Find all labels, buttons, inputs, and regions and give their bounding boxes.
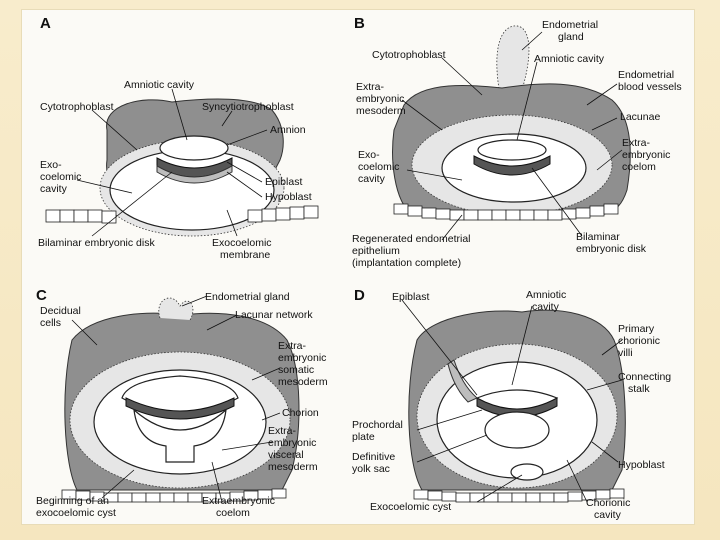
label-c-endometrial-gland: Endometrial gland — [205, 291, 290, 303]
label-b-exocoelomic-3: cavity — [358, 173, 386, 185]
label-b-vessels-1: Endometrial — [618, 69, 674, 81]
label-d-definitive-1: Definitive — [352, 451, 395, 463]
exocoelomic-cyst-d — [511, 464, 543, 480]
endometrial-gland-c — [159, 298, 193, 320]
label-c-visceral-3: visceral — [268, 449, 304, 461]
label-b-lacunae: Lacunae — [620, 111, 660, 123]
label-d-amniotic-2: cavity — [532, 301, 560, 313]
label-b-exocoelomic-2: coelomic — [358, 161, 399, 173]
panel-d: D — [352, 287, 671, 521]
label-c-beginning-2: exocoelomic cyst — [36, 507, 116, 519]
panel-b-letter: B — [354, 15, 365, 32]
label-d-amniotic-1: Amniotic — [526, 289, 566, 301]
label-b-exocoelomic-1: Exo- — [358, 149, 380, 161]
label-b-bilaminar-1: Bilaminar — [576, 231, 620, 243]
label-c-visceral-1: Extra- — [268, 425, 297, 437]
panel-a-letter: A — [40, 15, 51, 32]
label-c-chorion: Chorion — [282, 407, 319, 419]
panel-d-letter: D — [354, 287, 365, 304]
definitive-yolk-sac-d — [485, 412, 549, 448]
panel-a: A A — [38, 15, 318, 261]
label-a-bilaminar-disk: Bilaminar embryonic disk — [38, 237, 155, 249]
label-c-extra-coelom-2: coelom — [216, 507, 250, 519]
label-a-epiblast: Epiblast — [265, 176, 302, 188]
label-d-chorionic-1: Chorionic — [586, 497, 630, 509]
label-a-hypoblast: Hypoblast — [265, 191, 312, 203]
label-b-extra-coelom-1: Extra- — [622, 137, 651, 149]
label-b-regenerated-3: (implantation complete) — [352, 257, 461, 269]
label-c-visceral-4: mesoderm — [268, 461, 318, 473]
label-b-cytotrophoblast: Cytotrophoblast — [372, 49, 446, 61]
label-b-bilaminar-2: embryonic disk — [576, 243, 647, 255]
label-b-amniotic-cavity: Amniotic cavity — [534, 53, 605, 65]
label-c-somatic-2: embryonic — [278, 352, 326, 364]
label-b-regenerated-1: Regenerated endometrial — [352, 233, 471, 245]
label-a-exocoelomic-2: coelomic — [40, 171, 81, 183]
label-b-endometrial-gland-2: gland — [558, 31, 584, 43]
label-d-chorionic-2: cavity — [594, 509, 622, 521]
label-c-somatic-4: mesoderm — [278, 376, 328, 388]
panel-b: B — [352, 15, 682, 269]
label-b-extra-meso-3: mesoderm — [356, 105, 406, 117]
label-a-amnion: Amnion — [270, 124, 306, 136]
label-a-exocoelomic-3: cavity — [40, 183, 68, 195]
label-c-beginning-1: Beginning of an — [36, 495, 109, 507]
label-c-extra-coelom-1: Extraembryonic — [202, 495, 275, 507]
embryo-diagram: A A — [22, 10, 694, 524]
label-b-extra-meso-1: Extra- — [356, 81, 385, 93]
label-d-definitive-2: yolk sac — [352, 463, 390, 475]
label-c-visceral-2: embryonic — [268, 437, 316, 449]
label-d-epiblast: Epiblast — [392, 291, 429, 303]
label-b-extra-coelom-2: embryonic — [622, 149, 670, 161]
label-d-primary-1: Primary — [618, 323, 655, 335]
label-a-amniotic-cavity: Amniotic cavity — [124, 79, 195, 91]
label-b-regenerated-2: epithelium — [352, 245, 400, 257]
label-a-exocoelomic-1: Exo- — [40, 159, 62, 171]
label-b-endometrial-gland-1: Endometrial — [542, 19, 598, 31]
label-d-prochordal-1: Prochordal — [352, 419, 403, 431]
label-b-extra-coelom-3: coelom — [622, 161, 656, 173]
amniotic-cavity-a — [160, 136, 228, 160]
label-d-hypoblast: Hypoblast — [618, 459, 665, 471]
label-c-somatic-1: Extra- — [278, 340, 307, 352]
amniotic-cavity-b — [478, 140, 546, 160]
panel-c-letter: C — [36, 287, 47, 304]
label-b-extra-meso-2: embryonic — [356, 93, 404, 105]
label-c-decidual-1: Decidual — [40, 305, 81, 317]
label-c-somatic-3: somatic — [278, 364, 314, 376]
label-d-primary-2: chorionic — [618, 335, 660, 347]
label-d-connecting-2: stalk — [628, 383, 650, 395]
label-a-exocoelomic-membrane-1: Exocoelomic — [212, 237, 272, 249]
label-d-connecting-1: Connecting — [618, 371, 671, 383]
label-d-primary-3: villi — [618, 347, 633, 359]
label-c-decidual-2: cells — [40, 317, 61, 329]
label-c-lacunar-network: Lacunar network — [235, 309, 313, 321]
label-a-cytotrophoblast: Cytotrophoblast — [40, 101, 114, 113]
label-d-exocoelomic-cyst: Exocoelomic cyst — [370, 501, 451, 513]
label-a-syncytiotrophoblast: Syncytiotrophoblast — [202, 101, 294, 113]
panel-c: C — [36, 287, 328, 519]
label-a-exocoelomic-membrane-2: membrane — [220, 249, 270, 261]
label-d-prochordal-2: plate — [352, 431, 375, 443]
endometrial-gland-b — [497, 26, 529, 95]
label-b-vessels-2: blood vessels — [618, 81, 682, 93]
